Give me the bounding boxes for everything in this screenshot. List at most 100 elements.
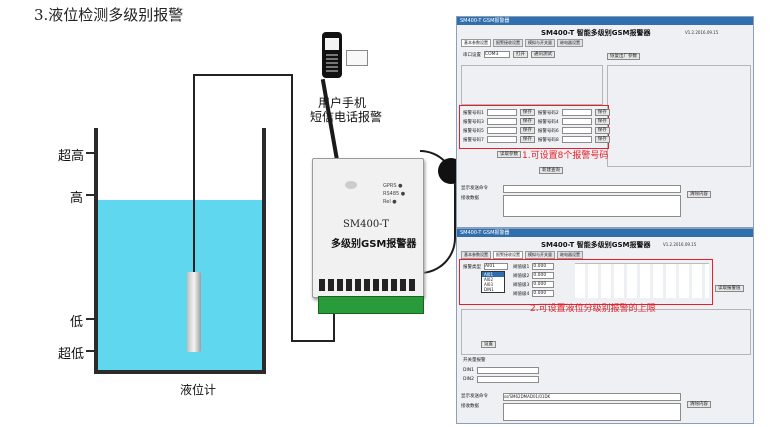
level-label-high: 高 bbox=[70, 191, 84, 206]
window1-status-row: 显示发送命令 bbox=[461, 185, 488, 191]
tab-analog-switch[interactable]: 模拟与开关量 bbox=[525, 39, 555, 47]
alarm-number-field-3[interactable] bbox=[486, 118, 517, 125]
alarm-label-2: 报警号码2 bbox=[537, 110, 559, 116]
tab2-basic-params[interactable]: 基本参数设置 bbox=[461, 251, 491, 259]
dropdown-option-4[interactable]: DIN1 bbox=[484, 287, 494, 292]
window2-middle-group bbox=[461, 309, 751, 355]
tab2-alarm-receive[interactable]: 报警接收设置 bbox=[493, 251, 523, 259]
alarm-label-4: 报警号码4 bbox=[537, 119, 559, 125]
device-connector-strip bbox=[319, 279, 417, 291]
window2-version: V1.2.2016.09.15 bbox=[663, 242, 697, 247]
device-model: SM400-T bbox=[343, 219, 389, 230]
alarm-save-button-2[interactable]: 保存 bbox=[594, 109, 610, 116]
level-label-ultra-low: 超低 bbox=[58, 347, 85, 362]
new-query-button[interactable]: 新建查询 bbox=[539, 167, 563, 174]
alarm-type-label: 报警类型 bbox=[463, 264, 481, 270]
din-label-2: DIN2 bbox=[463, 377, 475, 382]
window2-title: SM400-T 智能多级别GSM报警器 bbox=[541, 241, 651, 249]
threshold-row-4: 阀值级4 0.000 bbox=[513, 290, 555, 297]
tank-wall-left bbox=[94, 128, 98, 374]
alarm-number-field-5[interactable] bbox=[486, 127, 517, 134]
alarm-save-button-5[interactable]: 保存 bbox=[519, 127, 535, 134]
tank-wall-right bbox=[262, 128, 266, 374]
input-section-label: 开关量报警 bbox=[463, 357, 486, 363]
terminal-block bbox=[318, 296, 424, 314]
window2-set-button[interactable]: 设置 bbox=[481, 341, 496, 348]
threshold-grid bbox=[575, 263, 709, 298]
tab-relay[interactable]: 继电器设置 bbox=[557, 39, 583, 47]
window2-receive-field[interactable] bbox=[503, 403, 681, 421]
tab-alarm-receive[interactable]: 报警接收设置 bbox=[493, 39, 523, 47]
dropdown-option-3[interactable]: AI03 bbox=[484, 282, 494, 287]
com-row: 串口设置 COM3 打开 通讯测试 bbox=[463, 51, 555, 58]
din-field-1[interactable] bbox=[477, 367, 540, 374]
din-row-1: DIN1 bbox=[463, 367, 540, 374]
tank-water bbox=[98, 200, 262, 370]
read-alarm-value-button[interactable]: 读取报警值 bbox=[715, 285, 744, 292]
device-logo-icon bbox=[345, 181, 357, 189]
dropdown-option-2[interactable]: AI02 bbox=[484, 277, 494, 282]
open-button[interactable]: 打开 bbox=[513, 51, 528, 58]
com-select[interactable]: COM3 bbox=[484, 51, 510, 58]
din-field-2[interactable] bbox=[477, 376, 540, 383]
alarm-number-field-6[interactable] bbox=[561, 127, 592, 134]
alarm-save-button-7[interactable]: 保存 bbox=[519, 136, 535, 143]
alarm-number-field-8[interactable] bbox=[561, 136, 592, 143]
alarm-label-7: 报警号码7 bbox=[463, 137, 484, 143]
wire-top bbox=[193, 74, 293, 76]
alarm-type-select[interactable]: AI01 bbox=[484, 263, 508, 270]
alarm-label-5: 报警号码5 bbox=[463, 128, 484, 134]
alarm-row-3: 报警号码5 保存 报警号码6 保存 bbox=[463, 127, 610, 134]
alarm-save-button-6[interactable]: 保存 bbox=[594, 127, 610, 134]
threshold-label-1: 阀值级1 bbox=[513, 264, 530, 270]
window2-status-row: 显示发送命令 bbox=[461, 393, 488, 399]
phone-caption-2: 短信电话报警 bbox=[310, 110, 383, 124]
threshold-label-4: 阀值级4 bbox=[513, 291, 530, 297]
window2-status-label: 显示发送命令 bbox=[461, 394, 488, 399]
window1-receive-field[interactable] bbox=[503, 195, 681, 217]
threshold-row-1: 阀值级1 0.000 bbox=[513, 263, 555, 270]
window1-clear-button[interactable]: 清除内容 bbox=[687, 191, 711, 198]
alarm-number-field-1[interactable] bbox=[486, 109, 517, 116]
tab-basic-params[interactable]: 基本参数设置 bbox=[461, 39, 491, 47]
config-window-1: SM400-T GSM报警器 SM400-T 智能多级别GSM报警器 V1.2.… bbox=[456, 16, 754, 228]
threshold-value-2[interactable]: 0.000 bbox=[532, 272, 555, 279]
alarm-number-field-2[interactable] bbox=[561, 109, 592, 116]
alarm-save-button-4[interactable]: 保存 bbox=[594, 118, 610, 125]
window2-tabs: 基本参数设置 报警接收设置 模拟与开关量 继电器设置 bbox=[461, 251, 583, 259]
device-title: 多级别GSM报警器 bbox=[331, 239, 417, 250]
alarm-type-dropdown: AI01 AI02 AI03 DIN1 bbox=[481, 271, 505, 293]
dropdown-option-1[interactable]: AI01 bbox=[482, 272, 504, 277]
window1-status-field[interactable] bbox=[503, 185, 681, 193]
window1-title: SM400-T 智能多级别GSM报警器 bbox=[541, 29, 651, 37]
alarm-label-8: 报警号码8 bbox=[537, 137, 559, 143]
threshold-value-4[interactable]: 0.000 bbox=[532, 290, 555, 297]
factory-reset-button[interactable]: 恢复出厂参数 bbox=[607, 53, 640, 60]
phone-icon bbox=[322, 32, 342, 78]
com-label: 串口设置 bbox=[463, 52, 481, 58]
tick-ultra-high bbox=[86, 152, 96, 154]
alarm-number-field-4[interactable] bbox=[561, 118, 592, 125]
threshold-value-1[interactable]: 0.000 bbox=[532, 263, 555, 270]
config-window-2: SM400-T GSM报警器 SM400-T 智能多级别GSM报警器 V1.2.… bbox=[456, 228, 754, 424]
alarm-row-4: 报警号码7 保存 报警号码8 保存 bbox=[463, 136, 610, 143]
alarm-save-button-8[interactable]: 保存 bbox=[594, 136, 610, 143]
alarm-save-button-1[interactable]: 保存 bbox=[519, 109, 535, 116]
threshold-row-3: 阀值级3 0.000 bbox=[513, 281, 555, 288]
annotation-note-2: 2.可设置液位分级别报警的上限 bbox=[530, 304, 656, 314]
device-led-row-2: RS485 ● bbox=[383, 191, 406, 197]
alarm-save-button-3[interactable]: 保存 bbox=[519, 118, 535, 125]
level-label-low: 低 bbox=[70, 315, 84, 330]
read-params-button[interactable]: 读取参数 bbox=[497, 151, 521, 158]
window1-params-group bbox=[461, 65, 603, 105]
window2-status-field[interactable]: ss/SM62DMAD01/01DK bbox=[503, 393, 681, 401]
alarm-number-field-7[interactable] bbox=[486, 136, 517, 143]
comm-test-button[interactable]: 通讯测试 bbox=[531, 51, 555, 58]
window1-receive-label: 接收数据 bbox=[461, 196, 479, 201]
tab2-analog-switch[interactable]: 模拟与开关量 bbox=[525, 251, 555, 259]
tab2-relay[interactable]: 继电器设置 bbox=[557, 251, 583, 259]
threshold-value-3[interactable]: 0.000 bbox=[532, 281, 555, 288]
alarm-label-1: 报警号码1 bbox=[463, 110, 484, 116]
window2-clear-button[interactable]: 清除内容 bbox=[687, 401, 711, 408]
threshold-row-2: 阀值级2 0.000 bbox=[513, 272, 555, 279]
